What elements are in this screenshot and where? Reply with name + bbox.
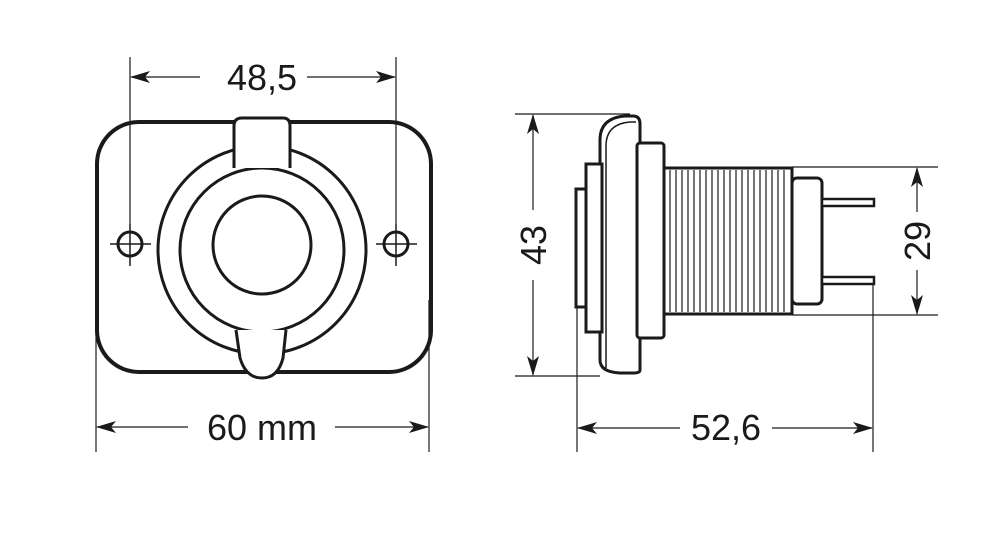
lid-hinge-top: [232, 116, 292, 168]
mounting-nut: [635, 141, 666, 340]
socket-outer-ring: [156, 144, 368, 356]
mounting-hole-left: [110, 224, 151, 266]
dimension-label-60mm: 60 mm: [207, 407, 317, 448]
front-view: 48,5 60 mm: [95, 57, 433, 452]
mounting-hole-right: [376, 224, 417, 266]
dimension-hole-spacing: 48,5: [129, 57, 397, 224]
threaded-body: [662, 166, 794, 316]
terminal-top: [820, 197, 876, 208]
bezel-front: [574, 187, 588, 309]
dimension-body-diameter: 29: [792, 166, 938, 316]
socket-middle-ring: [178, 166, 346, 334]
dimension-overall-depth: 52,6: [576, 284, 874, 452]
socket-opening: [211, 194, 313, 296]
lid-tab-bottom: [234, 329, 288, 380]
terminal-bottom: [820, 275, 876, 286]
dimension-label-43: 43: [513, 225, 554, 265]
lid-cover-profile: [598, 114, 642, 375]
dimension-label-48-5: 48,5: [227, 57, 297, 98]
flange-front: [584, 162, 604, 334]
dimension-label-29: 29: [897, 221, 938, 261]
side-view: 43 29 52,6: [513, 113, 938, 452]
rear-cap: [790, 176, 824, 306]
dimension-overall-width: 60 mm: [95, 300, 430, 452]
lid-cover-inner-line: [605, 121, 636, 368]
dimension-flange-height: 43: [513, 113, 630, 377]
dimension-label-52-6: 52,6: [691, 407, 761, 448]
